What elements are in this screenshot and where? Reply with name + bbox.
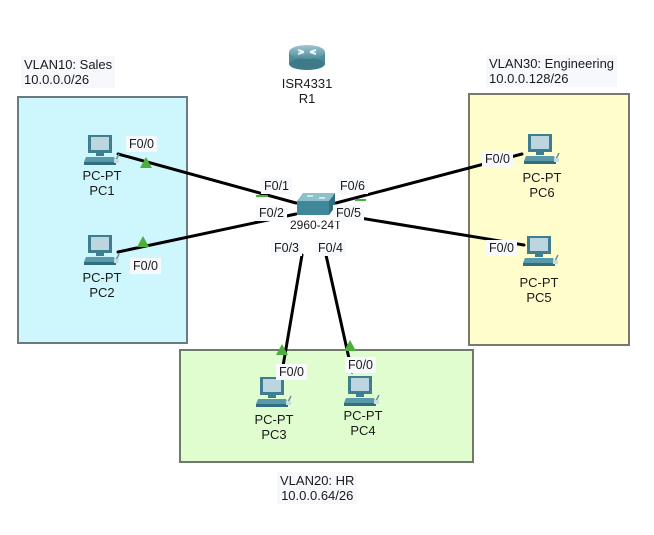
pc1-label: PC-PT PC1 <box>74 168 130 198</box>
switch-label: 2960-24TT <box>290 218 340 230</box>
device-name: PC6 <box>529 185 555 200</box>
link-up-indicator <box>276 344 288 355</box>
router-icon <box>289 45 325 70</box>
pc5-port-label: F0/0 <box>486 240 518 256</box>
pc-icon <box>523 133 560 165</box>
pc2-label: PC-PT PC2 <box>74 270 130 300</box>
device-name: R1 <box>298 91 316 106</box>
vlan-area-hr[interactable] <box>179 349 474 463</box>
device-model: PC-PT <box>82 168 122 183</box>
note-vlan-sales[interactable]: VLAN10: Sales 10.0.0.0/26 <box>21 56 116 88</box>
vlan-subnet: 10.0.0.64/26 <box>281 488 354 503</box>
vlan-name: VLAN30: Engineering <box>489 56 615 71</box>
device-model: ISR4331 <box>281 76 333 91</box>
pc3-label: PC-PT PC3 <box>246 412 302 442</box>
pc4[interactable] <box>342 375 382 412</box>
pc6-label: PC-PT PC6 <box>514 170 570 200</box>
pc4-port-label: F0/0 <box>345 357 377 373</box>
device-model: PC-PT <box>82 270 122 285</box>
port-label-f0-5: F0/5 <box>333 205 365 221</box>
link-up-indicator <box>344 340 356 351</box>
note-vlan-hr[interactable]: VLAN20: HR 10.0.0.64/26 <box>277 472 358 504</box>
device-name: PC2 <box>89 285 115 300</box>
pc4-label: PC-PT PC4 <box>335 408 391 438</box>
port-label-f0-2: F0/2 <box>256 205 288 221</box>
link-pc4-switch[interactable] <box>324 253 354 374</box>
port-label-f0-4: F0/4 <box>315 240 347 256</box>
pc5[interactable] <box>521 235 561 272</box>
device-model: PC-PT <box>519 275 559 290</box>
device-name: PC4 <box>350 423 376 438</box>
port-label-f0-1: F0/1 <box>261 178 293 194</box>
device-name: PC5 <box>526 290 552 305</box>
vlan-name: VLAN20: HR <box>280 473 355 488</box>
vlan-subnet: 10.0.0.0/26 <box>24 72 90 87</box>
router-r1[interactable] <box>287 42 327 77</box>
pc6-port-label: F0/0 <box>482 151 514 167</box>
port-label-f0-6: F0/6 <box>337 178 369 194</box>
device-model: PC-PT <box>254 412 294 427</box>
pc5-label: PC-PT PC5 <box>511 275 567 305</box>
note-vlan-engineering[interactable]: VLAN30: Engineering 10.0.0.128/26 <box>486 55 618 87</box>
pc-icon <box>83 234 120 266</box>
pc6[interactable] <box>522 133 562 170</box>
device-model: 2960-24TT <box>290 218 340 230</box>
link-up-indicator <box>140 157 152 168</box>
link-up-indicator <box>137 236 149 247</box>
pc-icon <box>343 375 380 407</box>
vlan-name: VLAN10: Sales <box>24 57 113 72</box>
pc3[interactable] <box>254 376 294 413</box>
device-name: PC1 <box>89 183 115 198</box>
pc1[interactable] <box>82 134 122 171</box>
pc-icon <box>83 134 120 166</box>
port-label-f0-3: F0/3 <box>271 240 303 256</box>
link-pc5-switch[interactable] <box>334 212 526 247</box>
pc1-port-label: F0/0 <box>126 136 158 152</box>
pc3-port-label: F0/0 <box>276 364 308 380</box>
device-model: PC-PT <box>343 408 383 423</box>
device-model: PC-PT <box>522 170 562 185</box>
vlan-subnet: 10.0.0.128/26 <box>489 71 569 86</box>
pc2-port-label: F0/0 <box>130 258 162 274</box>
device-name: PC3 <box>261 427 287 442</box>
router-label: ISR4331 R1 <box>281 76 333 106</box>
switch-2960[interactable] <box>295 191 337 224</box>
pc-icon <box>255 376 292 408</box>
switch-icon <box>297 193 335 215</box>
pc-icon <box>522 235 559 267</box>
pc2[interactable] <box>82 234 122 271</box>
